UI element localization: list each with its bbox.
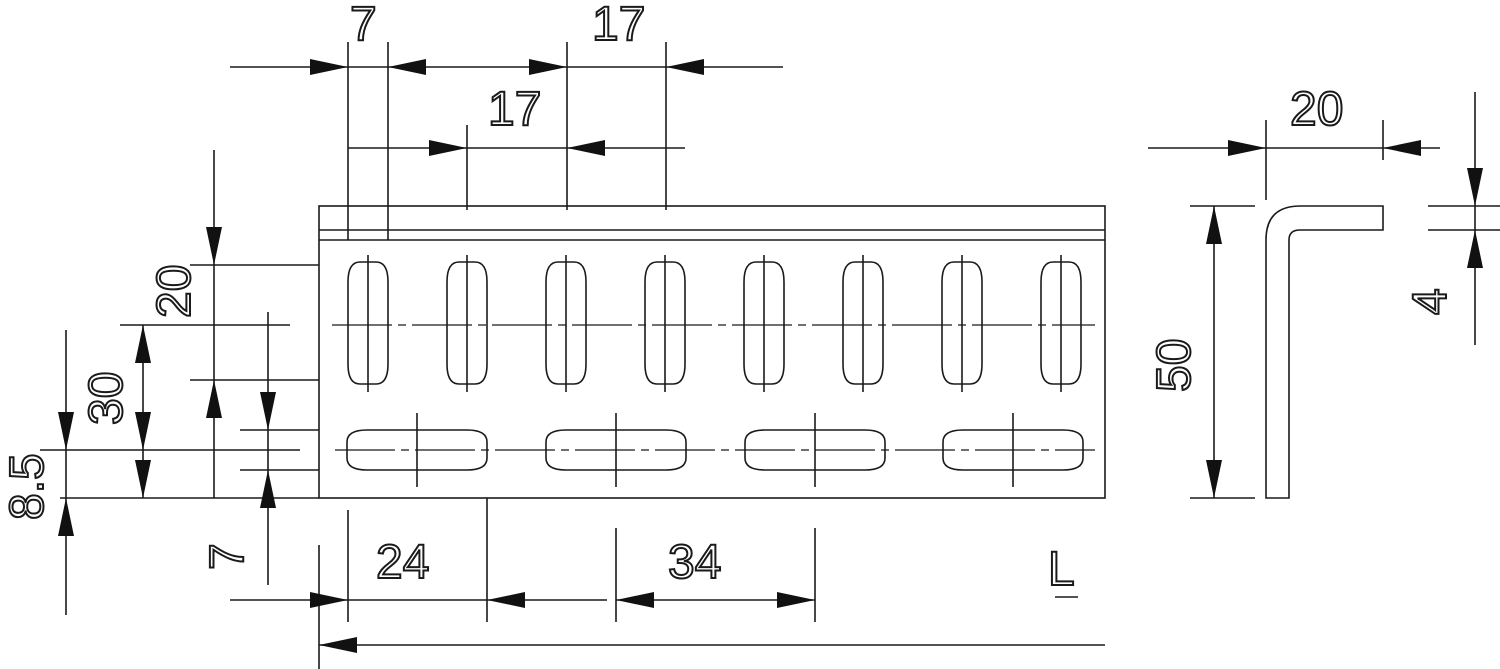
arrowhead (529, 59, 567, 75)
dim-top-17-mid: 17 (488, 83, 541, 136)
horizontal-slot (545, 429, 687, 471)
arrowhead (616, 592, 654, 608)
vertical-slot (545, 261, 587, 385)
vertical-slot (743, 261, 785, 385)
arrowhead (1467, 230, 1483, 268)
horizontal-slot (744, 429, 886, 471)
arrowhead (206, 380, 222, 418)
arrowhead (135, 460, 151, 498)
arrowhead (135, 412, 151, 450)
vertical-slot (347, 261, 389, 385)
dimension-lines (40, 42, 1500, 669)
vertical-slot (644, 261, 686, 385)
arrowhead (1206, 206, 1222, 244)
dim-left-7: 7 (201, 543, 254, 570)
vertical-slot (446, 261, 488, 385)
arrowhead (319, 637, 357, 653)
dim-left-20: 20 (148, 265, 201, 318)
arrowhead (310, 59, 348, 75)
arrowhead (260, 470, 276, 508)
arrowhead (135, 325, 151, 363)
dim-bottom-34: 34 (668, 536, 721, 589)
arrowhead (1228, 140, 1266, 156)
horizontal-slot (942, 429, 1084, 471)
dim-bottom-24: 24 (376, 536, 429, 589)
arrowhead (429, 140, 467, 156)
dim-left-30: 30 (80, 372, 133, 425)
arrowhead (388, 59, 426, 75)
arrowhead (1467, 168, 1483, 206)
arrowhead (58, 412, 74, 450)
arrowhead (1383, 140, 1421, 156)
arrowhead (206, 227, 222, 265)
arrowhead (58, 498, 74, 536)
dim-length-L: L (1048, 543, 1075, 596)
arrowhead (310, 592, 348, 608)
arrowhead (666, 59, 704, 75)
profile-section (1265, 205, 1384, 499)
arrowhead (487, 592, 525, 608)
arrowhead (260, 392, 276, 430)
dim-profile-4: 4 (1404, 288, 1457, 315)
dim-left-8-5: 8.5 (1, 453, 54, 520)
dim-profile-50: 50 (1148, 339, 1201, 392)
arrowhead (1206, 460, 1222, 498)
rail-geometry (318, 205, 1384, 499)
arrowhead (567, 140, 605, 156)
rail-outline (318, 205, 1106, 499)
dim-top-17-right: 17 (592, 0, 645, 51)
horizontal-slot (346, 429, 488, 471)
vertical-slot (941, 261, 983, 385)
arrowhead (777, 592, 815, 608)
vertical-slot (842, 261, 884, 385)
dim-profile-20: 20 (1290, 83, 1343, 136)
dim-top-7: 7 (350, 0, 377, 51)
vertical-slot (1040, 261, 1082, 385)
